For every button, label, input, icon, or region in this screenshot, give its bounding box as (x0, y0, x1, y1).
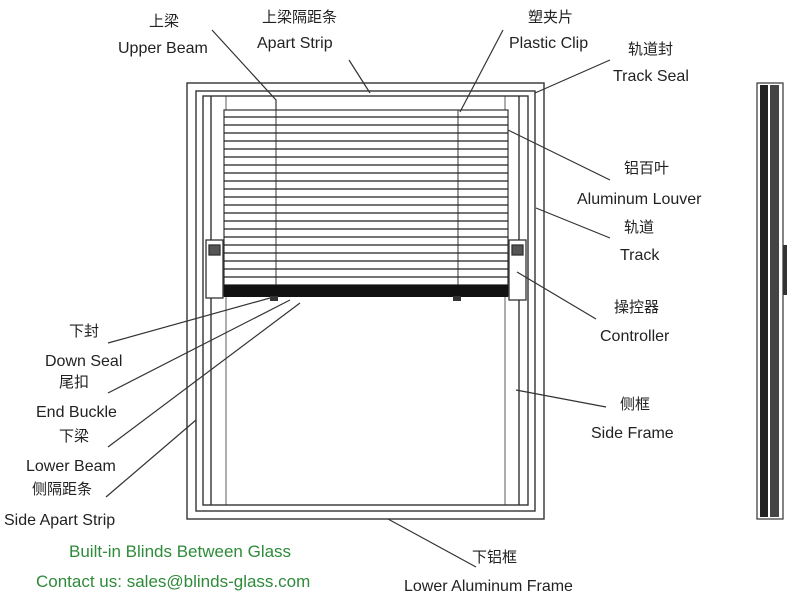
track-zh-label: 轨道 (624, 219, 655, 236)
footer-contact[interactable]: Contact us: sales@blinds-glass.com (36, 572, 311, 591)
end-buckle-zh-label: 尾扣 (59, 374, 90, 391)
aluminum-louver-label: Aluminum Louver (577, 191, 702, 208)
controller-label: Controller (600, 328, 670, 345)
side-frame-label: Side Frame (591, 425, 674, 442)
controller-zh-label: 操控器 (614, 299, 660, 316)
side-apart-strip-label: Side Apart Strip (4, 512, 116, 529)
apart-strip-label: Apart Strip (257, 35, 333, 52)
track-seal-zh-label: 轨道封 (628, 41, 674, 58)
lower-beam-rail (224, 285, 508, 301)
apart-strip-zh-label: 上梁隔距条 (262, 9, 338, 26)
leader-lines (105, 29, 611, 568)
side-frame-zh-label: 侧框 (620, 396, 651, 413)
plastic-clip-zh-label: 塑夹片 (528, 9, 574, 26)
side-apart-strip-zh-label: 侧隔距条 (32, 481, 93, 498)
controllers (205, 239, 527, 301)
track-label: Track (620, 247, 660, 264)
lower-aluminum-frame-label: Lower Aluminum Frame (404, 578, 573, 595)
upper-beam-label: Upper Beam (118, 40, 208, 57)
lower-aluminum-frame-zh-label: 下铝框 (472, 549, 518, 566)
track-seal-label: Track Seal (613, 68, 689, 85)
lower-beam-zh-label: 下梁 (59, 428, 90, 445)
lower-beam-label: Lower Beam (26, 458, 116, 475)
plastic-clip-label: Plastic Clip (509, 35, 589, 52)
down-seal-zh-label: 下封 (69, 323, 100, 340)
aluminum-louver-zh-label: 铝百叶 (624, 160, 670, 177)
side-profile (756, 82, 787, 520)
louver-slats (223, 109, 509, 297)
end-buckle-label: End Buckle (36, 404, 117, 421)
upper-beam-zh-label: 上梁 (149, 13, 180, 30)
footer-title: Built-in Blinds Between Glass (69, 542, 292, 561)
down-seal-label: Down Seal (45, 353, 123, 370)
